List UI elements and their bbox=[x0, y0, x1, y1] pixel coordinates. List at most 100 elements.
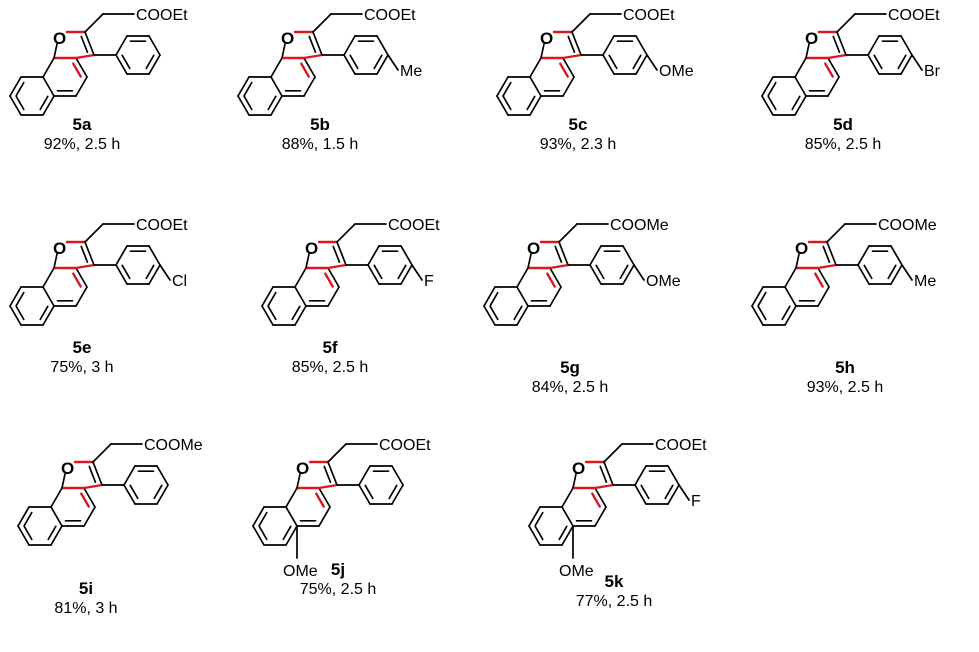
bond-line bbox=[529, 76, 542, 97]
ring-oxygen-label: O bbox=[296, 459, 309, 478]
bond-line bbox=[528, 525, 541, 546]
bond-line bbox=[824, 62, 834, 78]
bond-line bbox=[50, 487, 63, 508]
compound-id: 5k bbox=[605, 572, 624, 591]
bond-line bbox=[897, 54, 907, 70]
bond-line bbox=[567, 35, 576, 53]
compound-id: 5b bbox=[310, 115, 330, 134]
compound-id: 5j bbox=[331, 560, 345, 579]
bond-line bbox=[153, 484, 163, 500]
bond-line bbox=[376, 54, 389, 75]
bond-line bbox=[327, 443, 347, 463]
bond-line bbox=[300, 62, 310, 78]
bond-line bbox=[42, 57, 55, 78]
bond-line bbox=[496, 76, 509, 97]
bond-line bbox=[794, 76, 807, 97]
bond-line bbox=[816, 263, 838, 270]
bond-line bbox=[548, 263, 570, 270]
bond-line bbox=[80, 35, 89, 53]
bond-line bbox=[261, 305, 274, 326]
bond-line bbox=[516, 267, 529, 288]
bond-line bbox=[121, 264, 131, 280]
bond-line bbox=[121, 54, 131, 70]
bond-line bbox=[784, 305, 797, 326]
bond-line bbox=[483, 305, 496, 326]
bond-line bbox=[794, 95, 807, 116]
compound-id: 5e bbox=[73, 338, 92, 357]
compound-yield-time: 88%, 1.5 h bbox=[282, 136, 359, 153]
bond-line bbox=[115, 245, 128, 266]
ring-methoxy-label: OMe bbox=[559, 563, 594, 580]
bond-line bbox=[145, 54, 155, 70]
bond-line bbox=[595, 264, 605, 280]
bond-line bbox=[890, 264, 903, 285]
bond-line bbox=[516, 305, 529, 326]
para-substituent-label: OMe bbox=[646, 273, 681, 290]
compound-label-5b: 5b 88%, 1.5 h bbox=[282, 115, 359, 153]
bond-line bbox=[546, 272, 556, 288]
compound-id: 5c bbox=[569, 115, 588, 134]
bond-line bbox=[42, 95, 55, 116]
ester-group-label: COOMe bbox=[878, 217, 937, 234]
para-substituent-label: Me bbox=[400, 63, 422, 80]
bond-line bbox=[148, 245, 161, 266]
bond-line bbox=[388, 484, 398, 500]
bond-line bbox=[84, 31, 95, 56]
bond-line bbox=[622, 245, 635, 266]
compound-yield-time: 93%, 2.3 h bbox=[540, 136, 617, 153]
bond-line bbox=[72, 62, 82, 78]
bond-line bbox=[15, 81, 25, 97]
bond-line bbox=[252, 506, 265, 527]
bond-line bbox=[400, 245, 413, 266]
bond-line bbox=[867, 54, 880, 75]
bond-line bbox=[761, 95, 774, 116]
bond-line bbox=[400, 264, 413, 285]
compound-label-5c: 5c 93%, 2.3 h bbox=[540, 115, 617, 153]
bond-line bbox=[267, 305, 277, 321]
bond-line bbox=[39, 95, 49, 111]
bond-line bbox=[502, 95, 512, 111]
bond-line bbox=[285, 506, 298, 527]
bond-line bbox=[9, 76, 22, 97]
bond-line bbox=[558, 241, 569, 266]
bond-line bbox=[387, 54, 399, 71]
bond-line bbox=[795, 253, 800, 269]
compound-yield-time: 75%, 2.5 h bbox=[300, 581, 377, 598]
bond-line bbox=[358, 484, 371, 505]
bond-line bbox=[373, 264, 383, 280]
bond-line bbox=[323, 465, 332, 483]
para-substituent-label: Me bbox=[914, 273, 936, 290]
bond-line bbox=[332, 245, 341, 263]
bond-line bbox=[836, 31, 847, 56]
ring-oxygen-label: O bbox=[805, 29, 818, 48]
bond-line bbox=[364, 484, 374, 500]
bond-line bbox=[863, 264, 873, 280]
bond-line bbox=[678, 484, 690, 501]
para-substituent-label: Br bbox=[924, 63, 941, 80]
para-substituent-label: F bbox=[691, 493, 701, 510]
bond-line bbox=[594, 506, 607, 527]
bond-line bbox=[502, 81, 512, 97]
bond-line bbox=[23, 511, 33, 527]
bond-line bbox=[599, 465, 608, 483]
bond-line bbox=[318, 487, 331, 508]
bond-line bbox=[632, 54, 642, 70]
bond-line bbox=[608, 54, 618, 70]
bond-line bbox=[50, 506, 63, 527]
bond-line bbox=[367, 245, 380, 266]
bond-line bbox=[483, 286, 496, 307]
bond-line bbox=[282, 525, 292, 541]
bond-line bbox=[312, 31, 323, 56]
bond-line bbox=[826, 241, 837, 266]
bond-line bbox=[74, 53, 96, 60]
bond-line bbox=[39, 305, 49, 321]
compound-id: 5i bbox=[79, 579, 93, 598]
compound-yield-time: 93%, 2.5 h bbox=[807, 379, 884, 396]
